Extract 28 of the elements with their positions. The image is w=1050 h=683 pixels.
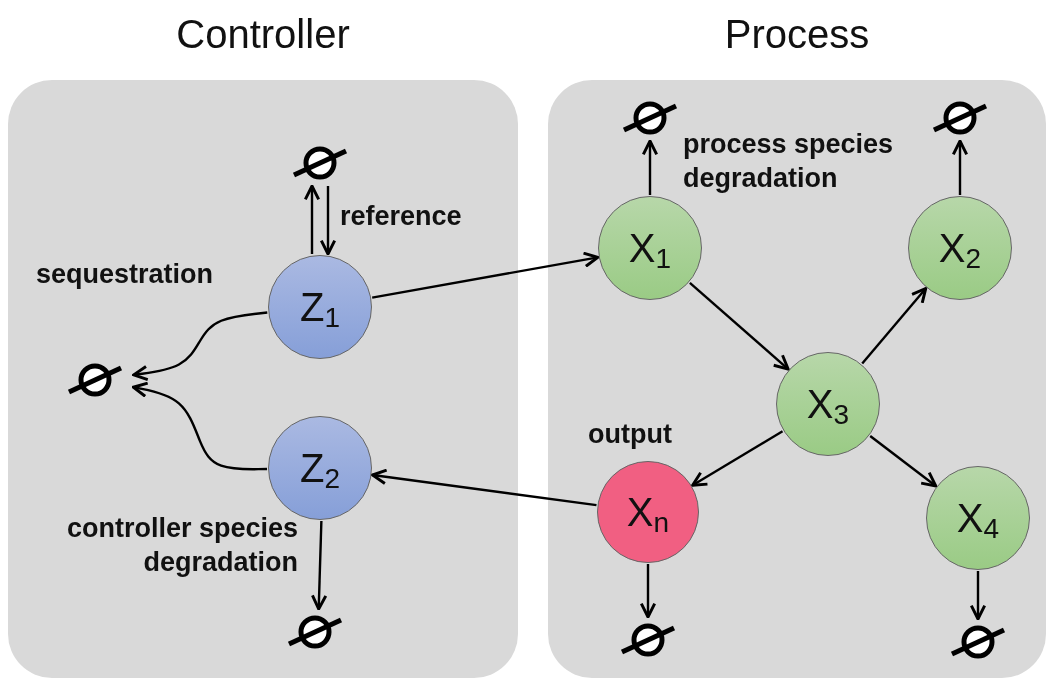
reaction-arrow [303,184,321,254]
reaction-arrow [969,571,987,621]
reaction-arrow [869,435,938,488]
species-node: Z$_{1}$ [268,255,372,359]
species-node: X$_{2}$ [908,196,1012,300]
reaction-arrow [689,282,790,371]
species-node: Z$_{2}$ [268,416,372,520]
panel-heading: Controller [175,12,351,57]
annotation-text: process species degradation [683,128,895,195]
species-node: X$_{n}$ [597,461,699,563]
reaction-arrow [951,139,969,195]
species-node: X$_{1}$ [598,196,702,300]
reaction-arrow [639,564,657,619]
species-node: X$_{3}$ [776,352,880,456]
reaction-arrow [311,520,328,611]
reaction-arrow [132,311,268,382]
reaction-arrow [691,430,784,487]
species-node: X$_{4}$ [926,466,1030,570]
reaction-arrow [371,468,597,507]
annotation-text: reference [340,200,463,233]
node-caption: output [588,418,672,451]
reaction-arrow [641,139,659,195]
reaction-arrow [861,287,928,365]
reaction-arrow [131,381,268,471]
reaction-arrow [371,251,600,299]
annotation-text: sequestration [36,258,215,291]
reaction-arrow [319,186,337,256]
panel-heading: Process [723,12,871,57]
